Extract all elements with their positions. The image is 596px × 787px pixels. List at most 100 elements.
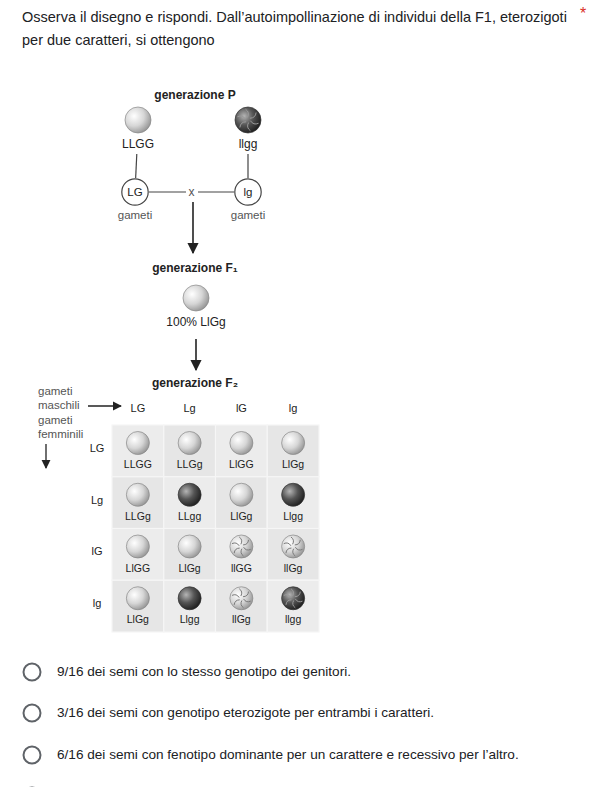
seed-wrinkle [244,599,251,602]
f1-arrow [195,339,197,370]
seed-wrinkle [232,543,239,546]
connector-line [136,154,137,178]
gamete-outline [235,179,261,205]
seed-wrinkle [240,122,246,128]
genotype-cell: LLGg [177,458,203,471]
genotype-cell: llgg [285,614,301,627]
punnett-ground [112,425,319,632]
seed-wrinkle [293,549,296,556]
seed [230,587,253,610]
genotype-cell: llGg [232,614,251,627]
punnett-cell [267,425,319,477]
radio-button [24,747,41,764]
seed-plant: 100% LlGg [166,284,225,329]
genotype-label: llgg [239,137,258,151]
genotype-cell: LlGg [127,614,149,627]
seed-wrinkle [293,600,296,607]
seed [282,483,305,506]
seed-wrinkle [295,592,300,597]
gamete-circle: lggameti [234,178,262,206]
gamete-header: LG [131,402,146,416]
seed-wrinkle [237,116,245,119]
seed [126,432,149,455]
gamete-header: lg [289,402,298,416]
gamete-genotype: LG [127,186,142,198]
gamete-header: lG [236,402,247,416]
punnett-cell [112,477,164,529]
gamete-header: Lg [184,402,196,416]
seed-icon [124,106,152,134]
gamete-outline [122,179,148,205]
genotype-cell: LlGg [179,562,201,575]
punnett-cell [164,580,216,632]
seed-wrinkle [291,589,294,596]
genotype-cell: LlGG [229,458,254,471]
cross-symbol: x [186,185,198,200]
seed [183,285,209,311]
punnett-cell [112,580,164,632]
seed-wrinkle [295,540,300,545]
seed [126,483,149,506]
female-arrow [45,444,46,468]
gamete-caption: gameti [118,209,153,221]
seed-wrinkle [244,547,251,550]
punnett-cell [216,477,268,529]
seed-wrinkle [243,592,248,597]
gamete-header: lg [93,597,102,611]
punnett-cell [164,529,216,581]
seed [125,107,151,133]
seed-wrinkle [232,595,239,598]
seed-plant: llgg [234,106,262,151]
seed [178,587,201,610]
seed [126,587,149,610]
genotype-cell: LlGg [230,510,252,523]
seed [282,432,305,455]
genotype-cell: LlGG [126,562,151,575]
seed-wrinkle [241,549,244,556]
answer-option: 6/16 dei semi con fenotipo dominante per… [57,747,587,764]
seed-wrinkle [243,540,248,545]
seed-wrinkle [234,600,239,605]
seed-wrinkle [246,109,249,117]
seed [126,535,149,558]
seed-plant: LLGG [122,106,154,151]
punnett-cell [216,529,268,581]
required-mark: * [580,4,586,24]
punnett-cell [164,477,216,529]
answer-option: 3/16 dei semi con genotipo eterozigote p… [57,705,587,722]
seed-wrinkle [295,599,302,602]
punnett-cell [216,580,268,632]
seed-wrinkle [284,595,291,598]
male-arrow [88,405,121,406]
answer-option: 9/16 dei semi con lo stesso genotipo dei… [57,664,587,681]
seed-wrinkle [286,548,291,553]
seed [235,107,261,133]
seed-wrinkle [234,548,239,553]
seed [178,535,201,558]
genotype-cell: LLGG [124,458,152,471]
genotype-cell: Llgg [283,510,303,523]
connector-line [247,154,248,178]
genotype-cell: LlGg [282,458,304,471]
seed-wrinkle [291,537,294,544]
generation-heading: generazione F₂ [152,376,238,391]
punnett-cell [216,425,268,477]
seed-icon [234,106,262,134]
seed-wrinkle [239,589,242,596]
seed-wrinkle [239,537,242,544]
genotype-cell: Llgg [180,614,200,627]
seed-wrinkle [284,543,291,546]
punnett-cell [267,529,319,581]
punnett-cell [164,425,216,477]
seed-wrinkle [286,600,291,605]
seed-wrinkle [295,547,302,550]
seed-icon [182,284,210,312]
genotype-cell: LLGg [125,510,151,523]
punnett-cell [267,477,319,529]
punnett-cell [112,425,164,477]
radio-button [24,664,41,681]
punnett-cell [112,529,164,581]
seed-wrinkle [250,112,256,118]
generation-heading: generazione F₁ [152,261,238,276]
seed [230,483,253,506]
